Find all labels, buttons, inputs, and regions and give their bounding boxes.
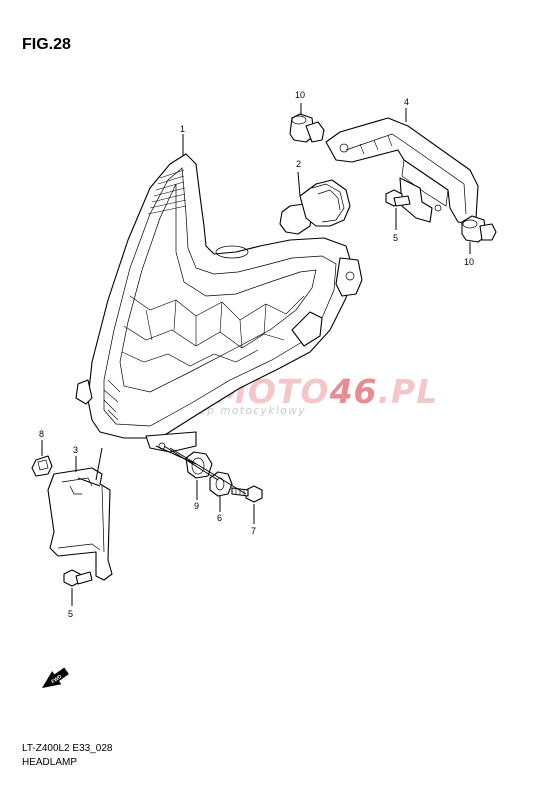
callout-10a: 10 [295,90,305,100]
callout-numbers: 1 2 3 4 5 5 6 7 8 9 10 10 [39,90,474,619]
callout-1: 1 [180,124,185,134]
leader-lines [155,134,247,495]
forward-arrow-icon: FWD [42,667,69,688]
callout-7: 7 [251,526,256,536]
part-nut [31,440,53,477]
part-bolt-lower [63,569,93,606]
callout-8: 8 [39,429,44,439]
callout-5a: 5 [393,233,398,243]
part-bolt-upper [385,189,411,230]
part-bolt-7 [231,485,263,524]
callout-3: 3 [73,445,78,455]
part-grommet-lower [461,215,497,254]
fwd-label: FWD [50,674,63,686]
callout-9: 9 [194,501,199,511]
watermark-main-b: 46 [329,372,378,411]
part-grommet-upper [289,103,325,143]
callout-2: 2 [296,159,301,169]
part-bulb [279,171,351,235]
part-headlamp-housing [75,153,363,453]
callout-10b: 10 [464,257,474,267]
figure-title: FIG.28 [22,36,71,53]
model-code: LT-Z400L2 E33_028 [22,743,113,754]
part-rubber-grommet [185,451,213,500]
part-side-bracket [47,447,113,581]
watermark-main-c: .PL [378,372,439,411]
callout-4: 4 [404,97,409,107]
part-collar [209,471,233,512]
callout-5b: 5 [68,609,73,619]
callout-6: 6 [217,513,222,523]
figure-name: HEADLAMP [22,757,78,768]
